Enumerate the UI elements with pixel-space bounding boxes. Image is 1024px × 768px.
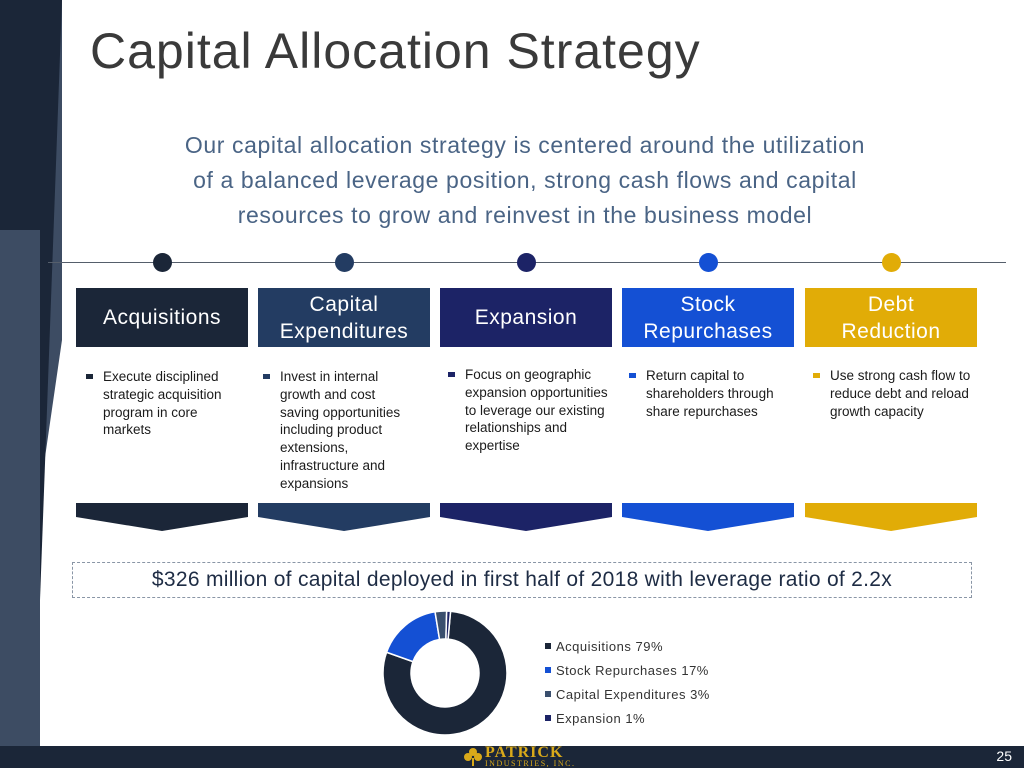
chart-legend: Acquisitions 79% Stock Repurchases 17% C… (545, 634, 710, 730)
chevron-arrow (258, 503, 430, 531)
callout-text: $326 million of capital deployed in firs… (151, 568, 893, 591)
legend-label: Capital Expenditures 3% (556, 686, 710, 702)
subtitle-line: resources to grow and reinvest in the bu… (237, 202, 813, 228)
bullet-text: Focus on geographic expansion opportunit… (465, 367, 608, 454)
left-decoration (0, 0, 110, 768)
legend-item: Acquisitions 79% (545, 634, 710, 658)
logo-subtitle: INDUSTRIES, INC. (485, 758, 576, 768)
timeline-dot (517, 253, 536, 272)
legend-swatch (545, 643, 551, 649)
legend-swatch (545, 667, 551, 673)
subtitle: Our capital allocation strategy is cente… (110, 128, 940, 233)
legend-label: Acquisitions 79% (556, 638, 663, 654)
column-header-line: Repurchases (643, 319, 773, 343)
legend-item: Expansion 1% (545, 706, 710, 730)
bullet-text: Invest in internal growth and cost savin… (280, 369, 401, 491)
column-header-line: Reduction (841, 319, 941, 343)
bullet-expansion: Focus on geographic expansion opportunit… (448, 366, 608, 455)
timeline-dot (335, 253, 354, 272)
donut-slice-expansion (445, 610, 452, 640)
company-logo: PATRICK INDUSTRIES, INC. (463, 743, 576, 768)
bullet-text: Return capital to shareholders through s… (646, 368, 774, 419)
footer-bar (0, 746, 1024, 768)
timeline-dot (882, 253, 901, 272)
chevron-arrow (440, 503, 612, 531)
bullet-acquisitions: Execute disciplined strategic acquisitio… (86, 368, 246, 439)
subtitle-line: of a balanced leverage position, strong … (193, 167, 857, 193)
bullet-mark (629, 373, 636, 378)
legend-label: Stock Repurchases 17% (556, 662, 709, 678)
legend-label: Expansion 1% (556, 710, 646, 726)
bullet-stock-repurchases: Return capital to shareholders through s… (629, 367, 789, 420)
bullet-text: Execute disciplined strategic acquisitio… (103, 369, 222, 438)
shamrock-icon (464, 747, 482, 766)
column-header-line: Expansion (474, 306, 578, 329)
legend-swatch (545, 691, 551, 697)
column-header-line: Acquisitions (102, 306, 222, 329)
chevron-arrow (805, 503, 977, 531)
column-header-acquisitions: Acquisitions (76, 288, 248, 347)
callout-box: $326 million of capital deployed in firs… (72, 562, 972, 598)
timeline-dot (699, 253, 718, 272)
page-title: Capital Allocation Strategy (90, 23, 701, 79)
bullet-capital-expenditures: Invest in internal growth and cost savin… (263, 368, 413, 493)
column-header-line: Expenditures (279, 319, 409, 343)
column-header-line: Stock (680, 292, 736, 316)
logo-name: PATRICK (485, 743, 564, 761)
timeline-dot (153, 253, 172, 272)
bullet-text: Use strong cash flow to reduce debt and … (830, 368, 971, 419)
legend-item: Stock Repurchases 17% (545, 658, 710, 682)
bullet-mark (813, 373, 820, 378)
donut-chart (382, 610, 508, 736)
page-number: 25 (996, 748, 1012, 764)
column-header-line: Debt (867, 292, 915, 316)
column-header-line: Capital (309, 292, 379, 316)
chevron-arrow (622, 503, 794, 531)
donut-slice-stock-repurchases (385, 610, 441, 663)
bullet-mark (263, 374, 270, 379)
donut-slice-acquisitions (382, 610, 508, 736)
bullet-mark (448, 372, 455, 377)
subtitle-line: Our capital allocation strategy is cente… (184, 132, 866, 158)
bullet-debt-reduction: Use strong cash flow to reduce debt and … (813, 367, 975, 420)
legend-swatch (545, 715, 551, 721)
column-header-expansion: Expansion (440, 288, 612, 347)
legend-item: Capital Expenditures 3% (545, 682, 710, 706)
bullet-mark (86, 374, 93, 379)
